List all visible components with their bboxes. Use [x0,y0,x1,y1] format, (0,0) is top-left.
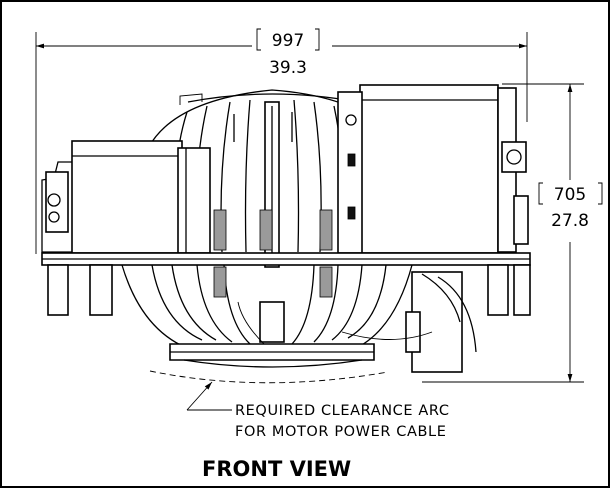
clearance-arc [149,370,389,384]
width-imperial-value: 39.3 [269,58,307,78]
height-imperial-value: 27.8 [551,211,589,231]
clearance-note: REQUIRED CLEARANCE ARC FOR MOTOR POWER C… [186,381,450,440]
height-dimension: 705 27.8 [422,83,603,383]
width-dimension: 997 39.3 [35,28,528,254]
machine-outline [41,84,531,373]
clearance-note-line-2: FOR MOTOR POWER CABLE [235,424,447,440]
clearance-note-line-1: REQUIRED CLEARANCE ARC [235,403,450,419]
height-metric-value: 705 [554,185,586,205]
view-title: FRONT VIEW [202,457,351,481]
width-metric-value: 997 [272,31,304,51]
